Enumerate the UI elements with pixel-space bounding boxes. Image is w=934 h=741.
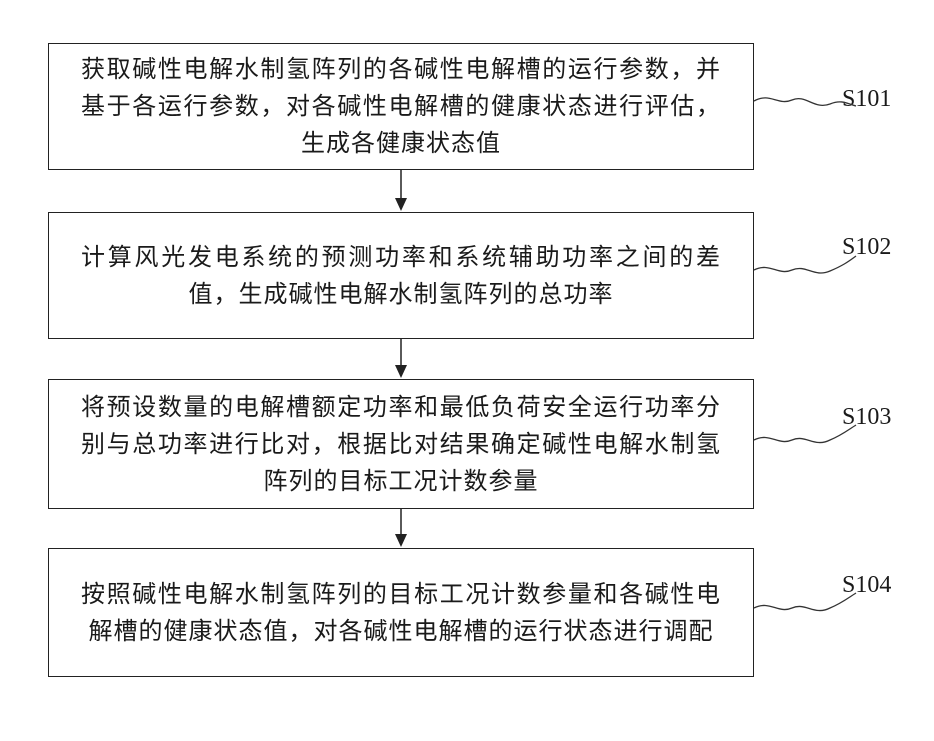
leader-line-s103	[754, 425, 856, 443]
step-text-s104: 按照碱性电解水制氢阵列的目标工况计数参量和各碱性电解槽的健康状态值，对各碱性电解…	[81, 576, 721, 650]
step-label-s101: S101	[842, 86, 891, 113]
arrow-s101-to-s102	[395, 170, 407, 211]
step-text-s103: 将预设数量的电解槽额定功率和最低负荷安全运行功率分别与总功率进行比对，根据比对结…	[81, 389, 721, 500]
step-box-s102: 计算风光发电系统的预测功率和系统辅助功率之间的差值，生成碱性电解水制氢阵列的总功…	[48, 212, 754, 339]
step-box-s103: 将预设数量的电解槽额定功率和最低负荷安全运行功率分别与总功率进行比对，根据比对结…	[48, 379, 754, 509]
leader-line-s102	[754, 256, 856, 273]
step-box-s104: 按照碱性电解水制氢阵列的目标工况计数参量和各碱性电解槽的健康状态值，对各碱性电解…	[48, 548, 754, 677]
step-text-s102: 计算风光发电系统的预测功率和系统辅助功率之间的差值，生成碱性电解水制氢阵列的总功…	[81, 239, 721, 313]
step-label-s103: S103	[842, 404, 891, 431]
step-label-s104: S104	[842, 572, 891, 599]
leader-line-s104	[754, 593, 856, 611]
arrow-s102-to-s103	[395, 339, 407, 378]
step-label-s102: S102	[842, 234, 891, 261]
step-text-s101: 获取碱性电解水制氢阵列的各碱性电解槽的运行参数，并基于各运行参数，对各碱性电解槽…	[81, 51, 721, 162]
arrow-s103-to-s104	[395, 509, 407, 547]
step-box-s101: 获取碱性电解水制氢阵列的各碱性电解槽的运行参数，并基于各运行参数，对各碱性电解槽…	[48, 43, 754, 170]
leader-line-s101	[754, 98, 856, 106]
